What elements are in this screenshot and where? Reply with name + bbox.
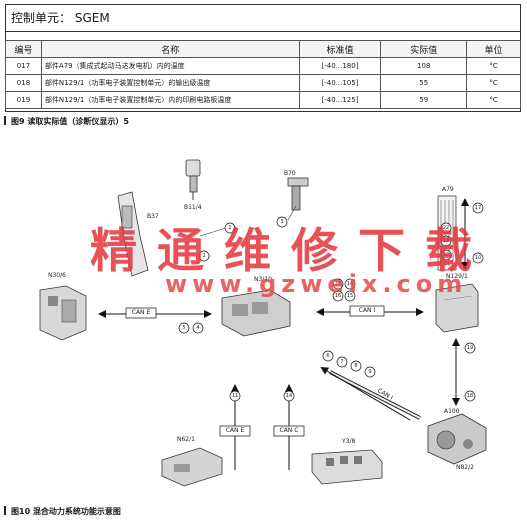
control-unit-row: 控制单元： SGEM [5, 4, 521, 32]
n3-10-engine-control-unit [221, 289, 291, 337]
can-c-bottom-label: CAN C [279, 427, 299, 434]
marker-2: 2 [202, 253, 206, 259]
caption-bar [4, 506, 6, 515]
marker-7: 7 [340, 359, 344, 365]
marker-9: 9 [368, 369, 372, 375]
row-id: 018 [5, 74, 42, 92]
control-unit-label: 控制单元： [11, 11, 72, 25]
marker-13: 13 [442, 238, 450, 244]
figure-9-caption: 图9 读取实际值（诊断仪显示）5 [4, 116, 129, 127]
row-actual: 108 [380, 57, 468, 75]
label-n3-10: N3/10 [254, 276, 272, 283]
figure-10-caption: 图10 混合动力系统功能示意图 [4, 506, 121, 517]
n30-6-control-unit [39, 285, 87, 341]
row-std: [-40...125] [298, 91, 382, 109]
row-unit: °C [466, 91, 521, 109]
marker-4: 4 [196, 325, 200, 331]
b11-4-temperature-sensor [185, 159, 201, 200]
leader-line [199, 227, 227, 237]
marker-5: 5 [182, 325, 186, 331]
n62-1-control-unit [161, 447, 223, 487]
circle-markers [178, 202, 484, 402]
header-std: 标准值 [298, 40, 382, 58]
watermark-title: 精通维修下载 [90, 224, 492, 279]
marker-15: 15 [346, 293, 354, 299]
row-name: 部件N129/1（功率电子装置控制单元）内的印刷电路板温度 [40, 91, 300, 109]
table-row: 018 部件N129/1（功率电子装置控制单元）的输出级温度 [-40...10… [5, 74, 521, 92]
can-e-bottom-box [219, 425, 251, 437]
row-id: 019 [5, 91, 42, 109]
marker-8: 8 [354, 363, 358, 369]
row-id: 017 [5, 57, 42, 75]
marker-bottom-14: 14 [285, 393, 293, 399]
row-unit: °C [466, 57, 521, 75]
table-row: 017 部件A79（集成式起动马达发电机）内的温度 [-40...180] 10… [5, 57, 521, 75]
label-n62-1: N62/1 [177, 436, 195, 443]
marker-10: 10 [474, 255, 482, 261]
header-unit: 单位 [466, 40, 521, 58]
row-std: [-40...180] [298, 57, 382, 75]
hybrid-function-diagram [39, 159, 487, 487]
b37-accelerator-pedal [117, 191, 149, 277]
table-row: 019 部件N129/1（功率电子装置控制单元）内的印刷电路板温度 [-40..… [5, 91, 521, 109]
watermark-url: www.gzweix.com [165, 270, 468, 298]
can-i-right-label: CAN I [358, 307, 376, 314]
marker-1: 1 [228, 225, 232, 231]
row-name: 部件A79（集成式起动马达发电机）内的温度 [40, 57, 300, 75]
can-i-right-box [349, 305, 385, 317]
leader-line [287, 205, 297, 221]
label-b11-4: B11/4 [184, 204, 202, 211]
marker-3: 3 [280, 219, 284, 225]
can-e-left-box [125, 307, 157, 319]
marker-6: 6 [326, 353, 330, 359]
label-a100: A100 [444, 408, 460, 415]
can-e-left-label: CAN E [131, 309, 151, 316]
b70-sensor [287, 177, 309, 211]
marker-17: 17 [474, 205, 482, 211]
marker-22: 22 [442, 225, 450, 231]
figure-10-caption-text: 图10 混合动力系统功能示意图 [11, 507, 121, 516]
table-header-row: 编号 名称 标准值 实际值 单位 [5, 40, 521, 58]
row-actual: 59 [380, 91, 468, 109]
a100-motor [427, 413, 487, 465]
header-id: 编号 [5, 40, 42, 58]
can-e-bottom-label: CAN E [225, 427, 245, 434]
marker-11: 11 [334, 281, 342, 287]
actual-values-table: 编号 名称 标准值 实际值 单位 017 部件A79（集成式起动马达发电机）内的… [5, 40, 521, 109]
marker-19: 19 [466, 345, 474, 351]
n129-1-power-electronics [435, 283, 479, 333]
label-n82-2: N82/2 [456, 464, 474, 471]
marker-16: 16 [334, 293, 342, 299]
label-b37: B37 [147, 213, 159, 220]
label-a79: A79 [442, 186, 454, 193]
header-actual: 实际值 [380, 40, 468, 58]
header-name: 名称 [40, 40, 300, 58]
caption-bar [4, 116, 6, 125]
label-n30-6: N30/6 [48, 272, 66, 279]
can-i-diagonal-arrow [320, 366, 411, 421]
can-c-bottom-box [273, 425, 305, 437]
label-n129-1: N129/1 [446, 273, 468, 280]
row-unit: °C [466, 74, 521, 92]
figure-9-caption-text: 图9 读取实际值（诊断仪显示）5 [11, 117, 129, 126]
row-name: 部件N129/1（功率电子装置控制单元）的输出级温度 [40, 74, 300, 92]
row-actual: 55 [380, 74, 468, 92]
marker-bottom-11: 11 [231, 393, 239, 399]
can-i-diagonal-harness [329, 370, 421, 420]
y3-8-valve-body [311, 449, 383, 485]
label-y3-8: Y3/8 [342, 438, 356, 445]
row-std: [-40...105] [298, 74, 382, 92]
marker-14: 14 [346, 281, 354, 287]
control-unit-value: SGEM [74, 11, 110, 25]
marker-18: 18 [466, 393, 474, 399]
label-b70: B70 [284, 170, 296, 177]
marker-12: 12 [442, 252, 450, 258]
